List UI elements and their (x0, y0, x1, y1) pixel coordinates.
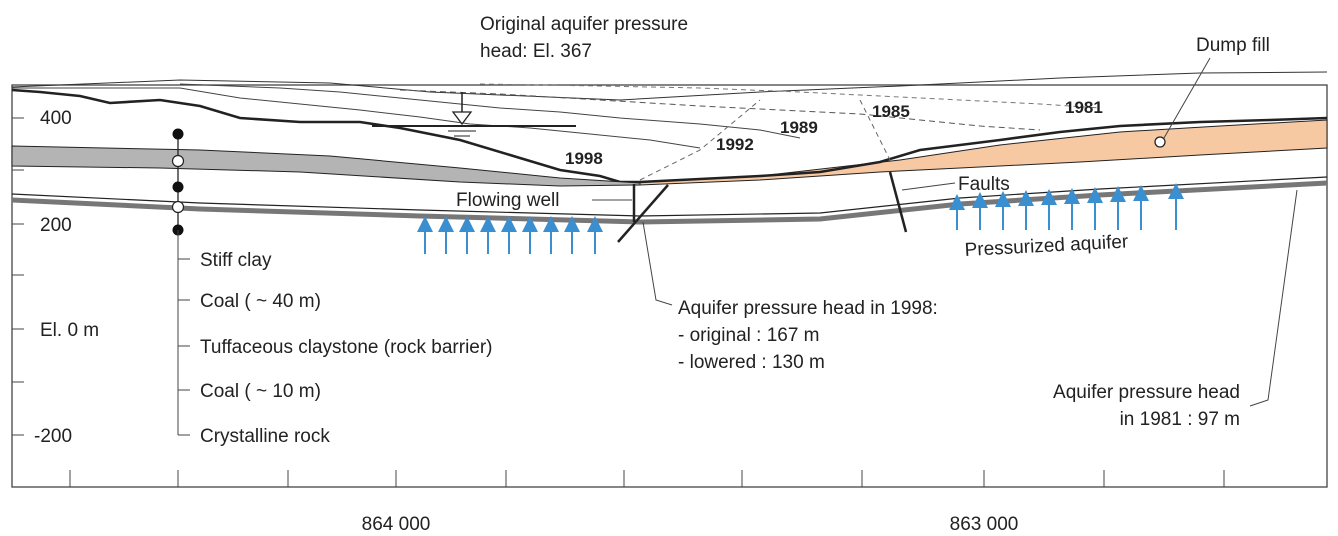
mining-line-dashed (639, 99, 891, 181)
year-label-1989: 1989 (780, 118, 818, 137)
legend-coal-40: Coal ( ~ 40 m) (200, 291, 321, 312)
y-label-0: El. 0 m (40, 320, 99, 341)
legend-claystone: Tuffaceous claystone (rock barrier) (200, 337, 493, 358)
head-1981-leader (1249, 189, 1298, 407)
borehole-clay-dot (172, 128, 184, 140)
faults-label: Faults (958, 174, 1010, 195)
borehole-coal-dot (171, 154, 185, 168)
dump-fill-layer (639, 119, 1328, 186)
dump-fill-label: Dump fill (1196, 35, 1270, 56)
year-label-1981: 1981 (1065, 98, 1103, 117)
original-ground-surface (11, 71, 1328, 101)
aquifer-lower-layer (11, 180, 1328, 225)
fault-line-left (617, 184, 669, 243)
diagram-frame (11, 84, 1328, 488)
legend-coal-10: Coal ( ~ 10 m) (200, 381, 321, 402)
aquifer-arrows-right (949, 183, 1184, 230)
x-label-863000: 863 000 (950, 514, 1019, 535)
pit-surface-1998 (11, 88, 1328, 184)
flowing-well-label: Flowing well (456, 190, 559, 211)
head-1998-line2: - original : 167 m (678, 325, 820, 346)
aquifer-arrows-left (417, 216, 603, 254)
borehole-claystone-dot (172, 181, 184, 193)
dump-fill-leader (1163, 57, 1211, 139)
head-1981-line1: Aquifer pressure head (1053, 382, 1240, 403)
y-label-200: 200 (40, 215, 72, 236)
head-1981-line2: in 1981 : 97 m (1120, 409, 1240, 430)
x-label-864000: 864 000 (362, 514, 431, 535)
coal-band-40m (11, 145, 641, 187)
water-table-triangle-icon (451, 111, 473, 126)
borehole-coal2-dot (171, 200, 185, 214)
fault-line-right (888, 171, 908, 233)
mining-line-1985 (399, 89, 1041, 131)
mining-line-1989 (179, 83, 801, 139)
head-1998-line1: Aquifer pressure head in 1998: (678, 298, 938, 319)
mining-line-1981 (479, 83, 1101, 109)
y-label-400: 400 (40, 108, 72, 129)
legend-crystalline-rock: Crystalline rock (200, 426, 330, 447)
dump-fill-marker (1154, 136, 1166, 148)
year-label-1998: 1998 (565, 149, 603, 168)
head-1998-line3: - lowered : 130 m (678, 352, 825, 373)
head-1998-leader (642, 221, 673, 306)
original-head-label-line1: Original aquifer pressure (480, 14, 688, 35)
year-label-1992: 1992 (716, 135, 754, 154)
mining-line-1992 (12, 87, 701, 149)
y-label-minus200: -200 (34, 426, 72, 447)
x-axis-ticks (69, 470, 1225, 487)
legend-stiff-clay: Stiff clay (200, 250, 272, 271)
pressurized-aquifer-label: Pressurized aquifer (964, 231, 1129, 261)
faults-leader (901, 182, 956, 191)
original-head-label-line2: head: El. 367 (480, 41, 592, 62)
year-label-1985: 1985 (872, 102, 910, 121)
